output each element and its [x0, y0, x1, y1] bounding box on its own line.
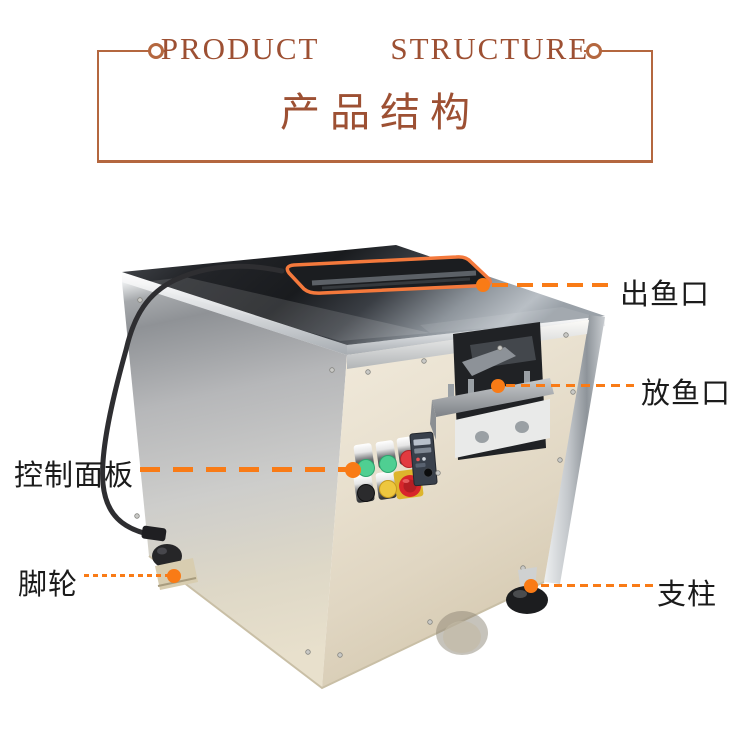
callout-fish-outlet: 出鱼口: [620, 277, 711, 311]
green-button-2: [379, 455, 397, 473]
leader-dot-control-panel: [345, 462, 361, 478]
header-ornament-circle-left: [148, 43, 164, 59]
page-title-zh: 产品结构: [280, 90, 480, 136]
leader-line-control-panel: [140, 467, 346, 472]
machine-left-face: [122, 282, 347, 688]
fish-outlet-opening: [285, 255, 492, 295]
leader-dot-support-leg: [524, 579, 538, 593]
callout-control-panel: 控制面板: [14, 458, 135, 492]
rear-caster-wheel: [436, 611, 488, 655]
speed-controller: [409, 431, 438, 487]
leader-line-fish-inlet: [506, 384, 634, 387]
black-button: [357, 484, 375, 502]
leader-dot-fish-inlet: [491, 379, 505, 393]
machine-top: [122, 245, 605, 345]
yellow-button: [379, 480, 397, 498]
page-title-en: PRODUCT STRUCTURE: [160, 31, 590, 66]
leader-line-caster: [84, 574, 168, 577]
callout-caster: 脚轮: [18, 567, 79, 601]
leader-line-fish-outlet: [492, 283, 612, 287]
callout-fish-inlet: 放鱼口: [641, 376, 732, 410]
header-title-mask: [166, 30, 584, 70]
header-ornament-circle-right: [586, 43, 602, 59]
screws: [134, 297, 576, 658]
callout-support-leg: 支柱: [657, 577, 718, 611]
leader-line-support-leg: [541, 584, 653, 587]
leader-dot-caster: [167, 569, 181, 583]
machine-bottom-edge: [148, 555, 545, 690]
machine-right-edge: [544, 315, 605, 584]
caster-wheel: [152, 544, 198, 590]
leader-dot-fish-outlet: [476, 278, 490, 292]
power-cable: [100, 263, 285, 542]
